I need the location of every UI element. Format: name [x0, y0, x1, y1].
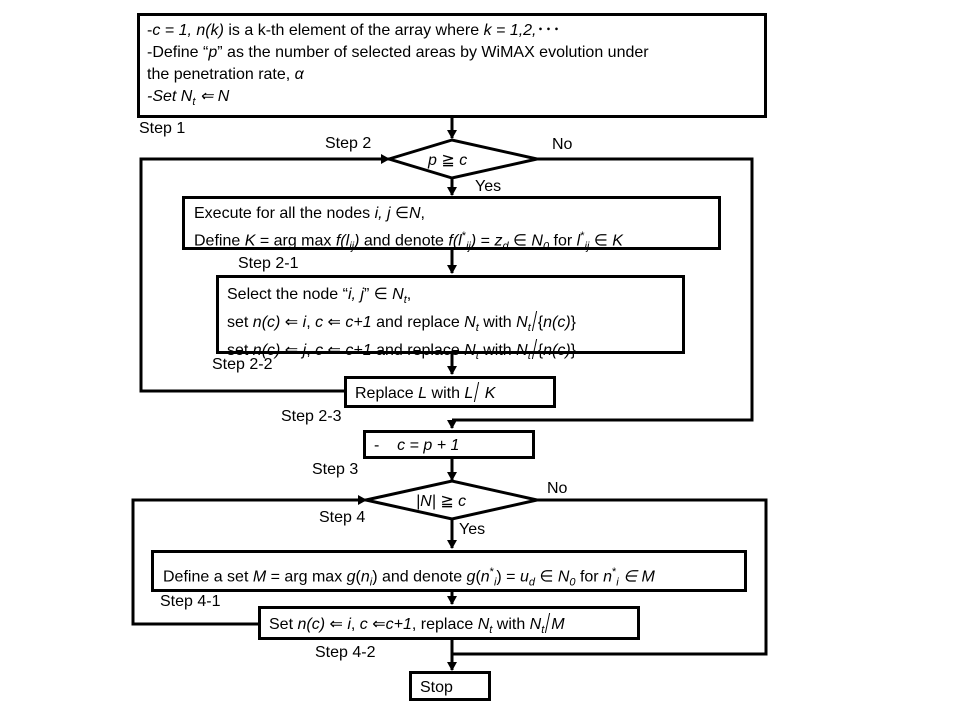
decision-2-text: |N| ≧ c	[416, 493, 467, 510]
select-node-box: Select the node “i, j” ∈ Nt, set n(c) ⇐ …	[216, 275, 685, 363]
yes-label-2: Yes	[459, 521, 486, 538]
stop-box: Stop	[409, 671, 491, 701]
select-line-2: set n(c) ⇐ i, c ⇐ c+1 and replace Nt wit…	[227, 311, 682, 339]
step-4-2-label: Step 4-2	[315, 644, 376, 661]
execute-line-1: Execute for all the nodes i, j ∈N,	[194, 205, 425, 222]
select-line-3: set n(c) ⇐ j, c ⇐ c+1 and replace Nt wit…	[227, 339, 682, 367]
no-line-step4	[452, 498, 768, 656]
init-line-3: the penetration rate, α	[147, 66, 304, 83]
replace-l-box: Replace L with L K	[344, 376, 556, 408]
execute-line-2: Define K = arg max f(lij) and denote f(l…	[194, 230, 623, 253]
set-nc-box: Set n(c) ⇐ i, c ⇐c+1, replace Nt with Nt…	[258, 606, 640, 640]
define-m-text: Define a set M = arg max g(ni) and denot…	[163, 566, 655, 589]
set-nc-text: Set n(c) ⇐ i, c ⇐c+1, replace Nt with Nt…	[269, 613, 637, 641]
decision-1-text: p ≧ c	[428, 152, 468, 169]
init-line-2: -Define “p” as the number of selected ar…	[147, 44, 649, 61]
decision-p-ge-c	[383, 138, 538, 180]
step-4-1-label: Step 4-1	[160, 593, 221, 610]
step-3-label: Step 3	[312, 461, 359, 478]
set-c-box: - c = p + 1	[363, 430, 535, 459]
replace-l-text: Replace L with L K	[355, 382, 553, 405]
stop-text: Stop	[420, 679, 453, 696]
decision-n-ge-c	[365, 479, 538, 521]
step-2-1-label: Step 2-1	[238, 255, 299, 272]
step-2-label: Step 2	[325, 135, 372, 152]
select-line-1: Select the node “i, j” ∈ Nt,	[227, 286, 412, 307]
execute-box: Execute for all the nodes i, j ∈N, Defin…	[182, 196, 721, 253]
no-label-2: No	[547, 480, 568, 497]
step-1-label: Step 1	[139, 120, 186, 137]
loop-line-step2	[139, 154, 390, 393]
init-line-4: -Set Nt ⇐ N	[147, 88, 230, 109]
step-2-2-label: Step 2-2	[212, 356, 273, 373]
set-c-text: - c = p + 1	[374, 437, 460, 454]
loop-line-step4	[131, 495, 367, 626]
init-box: -c = 1, n(k) is a k-th element of the ar…	[137, 13, 767, 118]
step-4-label: Step 4	[319, 509, 366, 526]
no-line-step2	[452, 157, 754, 422]
yes-label-1: Yes	[475, 178, 502, 195]
no-label-1: No	[552, 136, 573, 153]
init-line-1: -c = 1, n(k) is a k-th element of the ar…	[147, 22, 561, 39]
step-2-3-label: Step 2-3	[281, 408, 342, 425]
define-m-box: Define a set M = arg max g(ni) and denot…	[151, 550, 747, 592]
